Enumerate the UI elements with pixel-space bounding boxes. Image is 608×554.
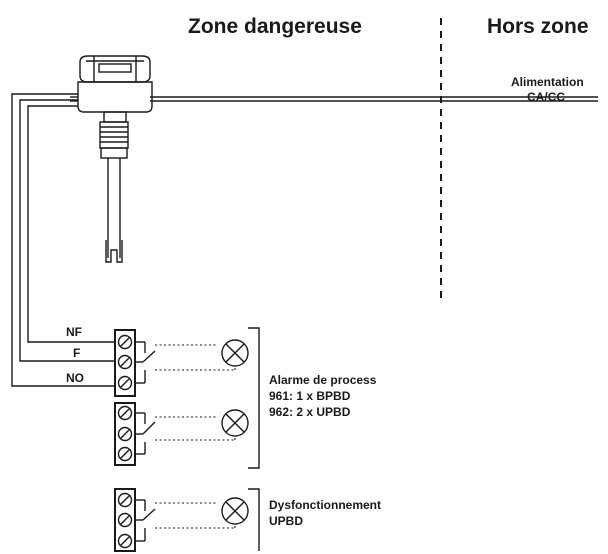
terminal-screw-icon bbox=[117, 446, 133, 462]
terminal-screw-icon bbox=[117, 512, 133, 528]
relay-block-2 bbox=[114, 402, 249, 466]
process-alarm-bracket bbox=[248, 327, 260, 469]
power-cable bbox=[150, 96, 598, 102]
process-alarm-label-3: 962: 2 x UPBD bbox=[269, 405, 351, 419]
level-switch-icon bbox=[70, 55, 153, 263]
fault-label-2: UPBD bbox=[269, 514, 303, 528]
signal-cable bbox=[11, 93, 115, 387]
relay-contact-icon bbox=[135, 499, 236, 542]
terminal-label-f: F bbox=[73, 346, 80, 360]
lamp-icon bbox=[221, 497, 249, 525]
terminal-screw-icon bbox=[117, 334, 133, 350]
relay-block-3 bbox=[114, 488, 249, 552]
power-label-line1: Alimentation bbox=[511, 75, 584, 89]
terminal-screw-icon bbox=[117, 405, 133, 421]
fault-label-1: Dysfonctionnement bbox=[269, 498, 381, 512]
process-alarm-label-1: Alarme de process bbox=[269, 373, 377, 387]
terminal-screw-icon bbox=[117, 533, 133, 549]
terminal-screw-icon bbox=[117, 492, 133, 508]
terminal-screw-icon bbox=[117, 375, 133, 391]
terminal-label-nf: NF bbox=[66, 325, 82, 339]
relay-contact-icon bbox=[135, 412, 236, 455]
relay-contact-icon bbox=[135, 341, 236, 384]
terminal-screw-icon bbox=[117, 354, 133, 370]
lamp-icon bbox=[221, 409, 249, 437]
process-alarm-label-2: 961: 1 x BPBD bbox=[269, 389, 351, 403]
lamp-icon bbox=[221, 339, 249, 367]
terminal-screw-icon bbox=[117, 426, 133, 442]
relay-block-1 bbox=[114, 329, 249, 397]
zone-dangerous-title: Zone dangereuse bbox=[188, 15, 362, 38]
zone-safe-title: Hors zone bbox=[487, 15, 589, 38]
terminal-label-no: NO bbox=[66, 371, 84, 385]
fault-bracket bbox=[248, 488, 260, 551]
